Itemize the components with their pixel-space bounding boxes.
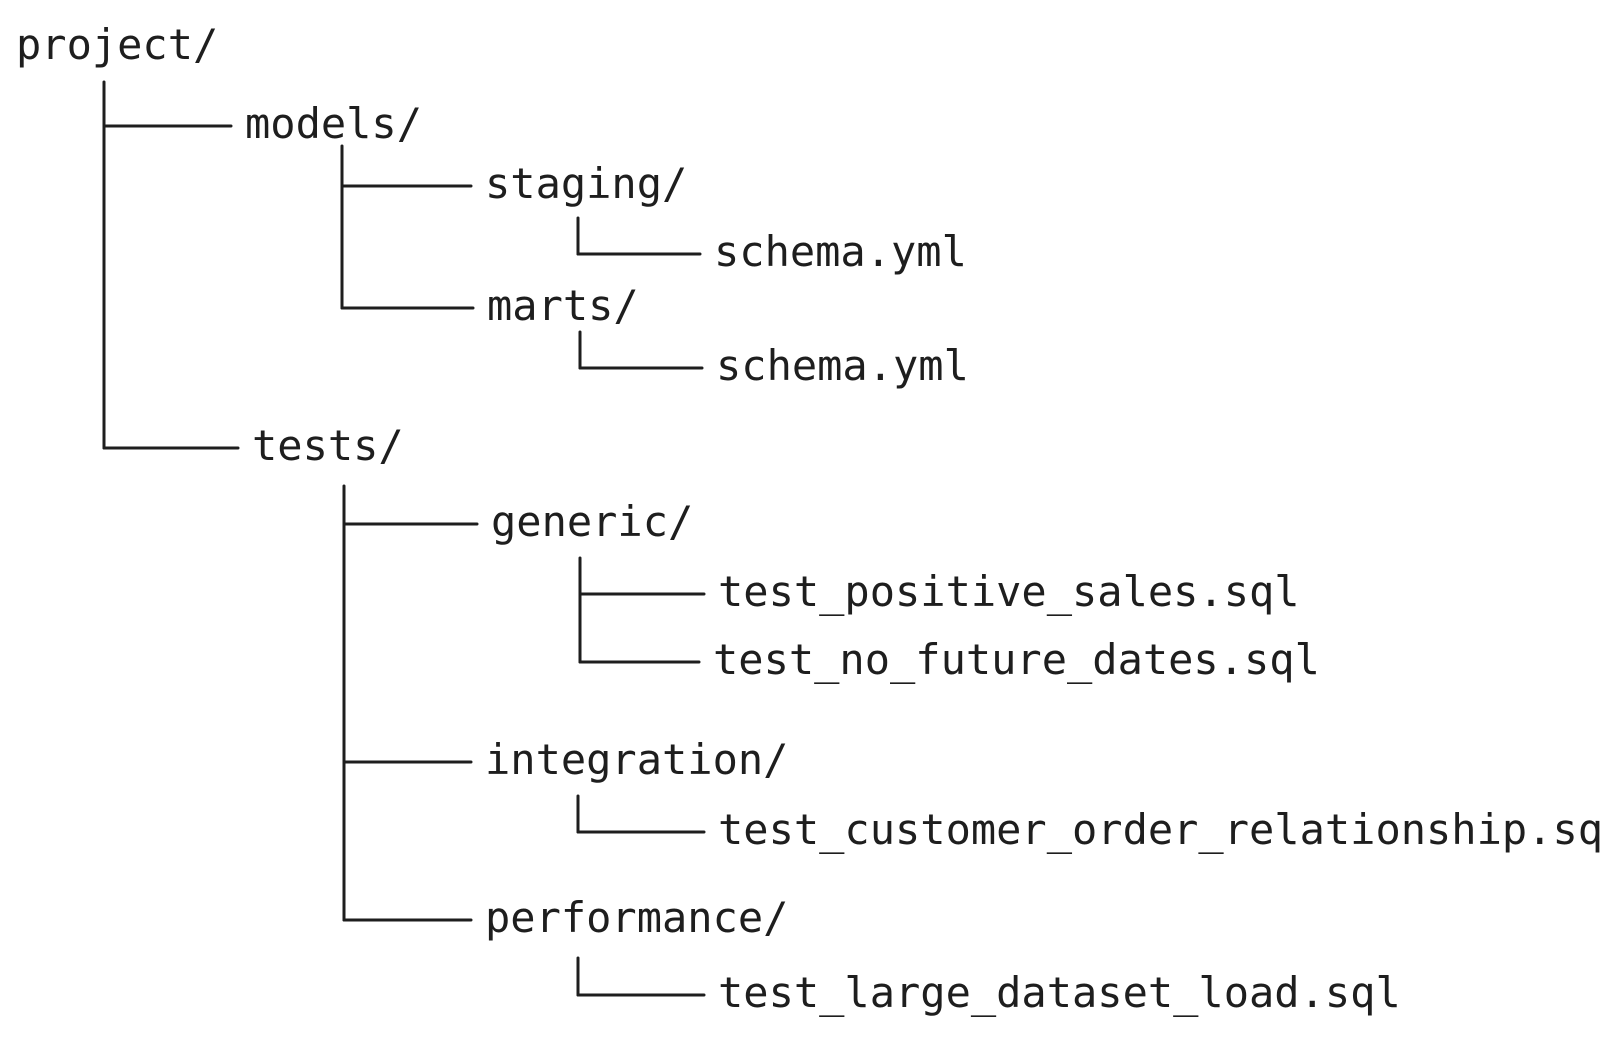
file-test-no-future-dates-sql: test_no_future_dates.sql (713, 635, 1320, 684)
folder-generic: generic/ (491, 497, 694, 546)
folder-project: project/ (16, 20, 219, 69)
folder-tests: tests/ (252, 421, 404, 470)
file-test-customer-order-relationship-sql: test_customer_order_relationship.sql (718, 805, 1600, 854)
file-schema-yml: schema.yml (716, 341, 969, 390)
folder-staging: staging/ (485, 159, 688, 208)
folder-marts: marts/ (487, 281, 639, 330)
folder-integration: integration/ (485, 735, 789, 784)
folder-models: models/ (245, 99, 423, 148)
file-test-large-dataset-load-sql: test_large_dataset_load.sql (718, 968, 1401, 1017)
file-test-positive-sales-sql: test_positive_sales.sql (718, 567, 1300, 616)
file-schema-yml: schema.yml (714, 227, 967, 276)
folder-performance: performance/ (485, 893, 789, 942)
